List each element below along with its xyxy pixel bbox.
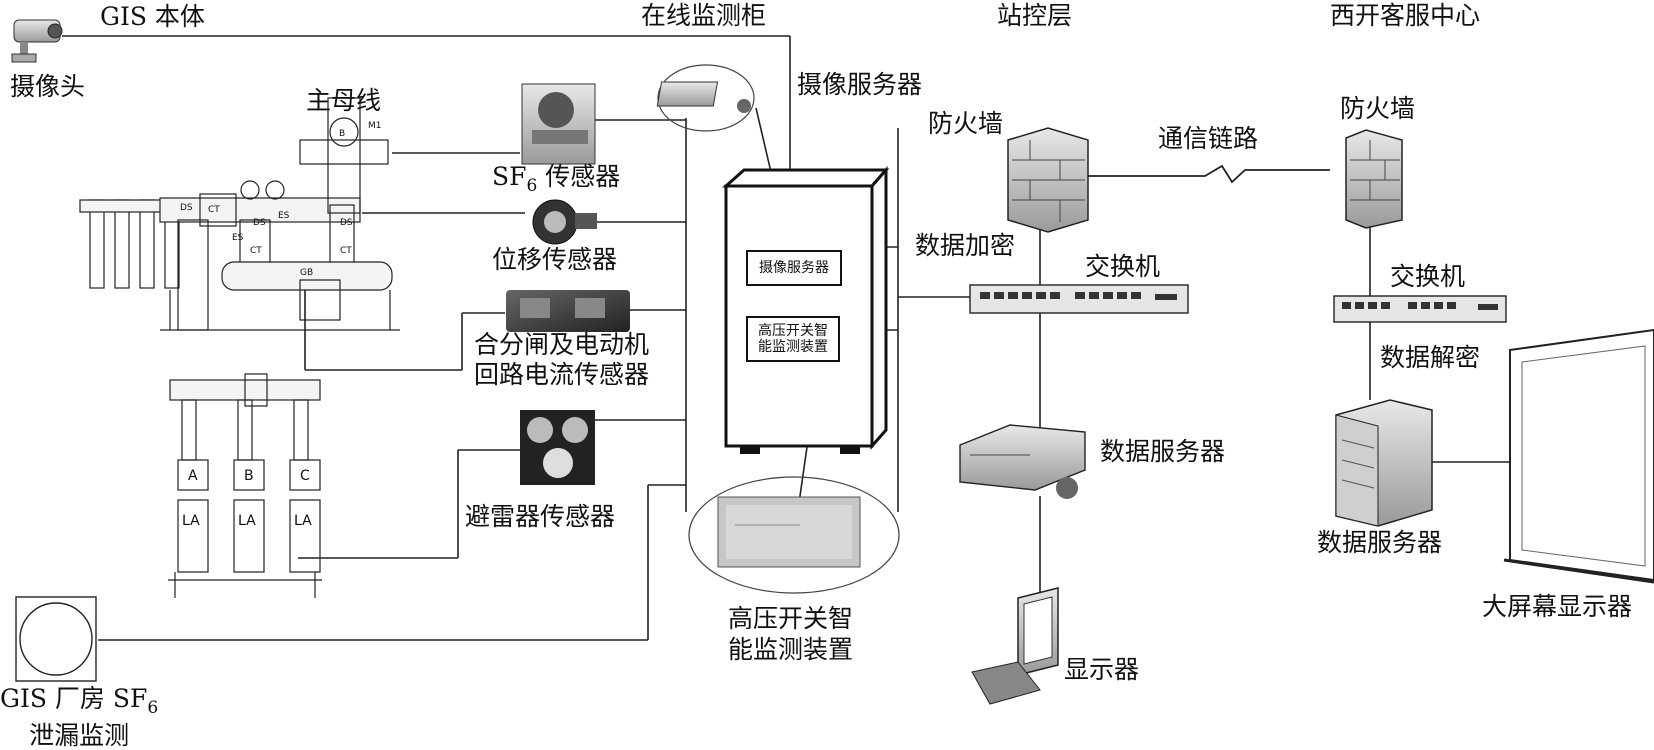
label-big-screen: 大屏幕显示器 (1482, 592, 1633, 621)
gis-mark-ds3: DS (340, 218, 353, 228)
label-monitor: 显示器 (1064, 655, 1140, 684)
arrester-phase-b: B (244, 468, 254, 484)
label-data-encrypt: 数据加密 (915, 231, 1016, 260)
sf6-prefix: SF (492, 162, 527, 191)
label-firewall-left: 防火墙 (928, 109, 1004, 138)
label-data-server-right: 数据服务器 (1317, 528, 1443, 557)
cabinet-hv-line2: 能监测装置 (758, 339, 828, 355)
monitor-icon (971, 587, 1059, 705)
cabinet-camera-server-box: 摄像服务器 (746, 250, 842, 286)
data-server-center-icon (959, 424, 1086, 499)
label-main-bus: 主母线 (306, 86, 382, 115)
label-firewall-right: 防火墙 (1340, 94, 1416, 123)
header-xikai-center: 西开客服中心 (1330, 1, 1481, 30)
firewall-right-icon (1345, 129, 1403, 229)
switch-right-icon (1333, 295, 1507, 323)
sf6-suffix: 传感器 (537, 162, 621, 191)
label-data-server-center: 数据服务器 (1100, 437, 1226, 466)
gis-mark-es1: ES (232, 233, 244, 243)
gis-mark-m1: M1 (368, 121, 382, 131)
header-online-cabinet: 在线监测柜 (641, 1, 767, 30)
label-sf6-sensor: SF6 传感器 (492, 162, 620, 201)
cabinet-hv-line1: 高压开关智 (758, 323, 828, 339)
breaker-sensor-line1: 合分闸及电动机 (474, 330, 650, 359)
label-switch-right: 交换机 (1390, 262, 1466, 291)
sf6-sensor-image (521, 83, 596, 165)
switch-left-icon (969, 284, 1189, 314)
label-switch-left: 交换机 (1085, 252, 1161, 281)
gis-body-drawing (79, 97, 400, 331)
gis-mark-b: B (339, 129, 345, 139)
gis-leak-line2: 泄漏监测 (29, 721, 130, 750)
arrester-la-2: LA (238, 513, 256, 529)
label-hv-device-bottom: 高压开关智 能监测装置 (728, 603, 853, 665)
label-data-decrypt: 数据解密 (1380, 343, 1481, 372)
hv-device-photo-group (688, 476, 900, 594)
label-arrester-sensor: 避雷器传感器 (465, 502, 616, 531)
label-camera-server-top: 摄像服务器 (797, 70, 923, 99)
firewall-left-icon (1007, 127, 1089, 233)
camera-server-top-group (656, 64, 755, 132)
label-camera: 摄像头 (10, 72, 86, 101)
label-comm-link: 通信链路 (1158, 124, 1259, 153)
label-breaker-sensor: 合分闸及电动机 回路电流传感器 (474, 330, 649, 390)
gis-mark-ct1: CT (208, 205, 220, 215)
arrester-la-3: LA (294, 513, 312, 529)
arrester-sensor-image (520, 410, 595, 485)
gis-mark-gb: GB (300, 268, 313, 278)
header-station-control: 站控层 (997, 1, 1073, 30)
label-gis-leak: GIS 厂房 SF6 泄漏监测 (0, 685, 158, 750)
hv-bottom-line2: 能监测装置 (728, 635, 854, 664)
gis-mark-ct3: CT (340, 246, 352, 256)
arrester-la-1: LA (182, 513, 200, 529)
data-server-right-icon (1335, 399, 1433, 527)
displacement-sensor-image (532, 199, 597, 245)
arrester-phase-c: C (300, 468, 310, 484)
header-gis-body: GIS 本体 (100, 2, 205, 31)
breaker-sensor-image (506, 290, 630, 332)
big-screen-icon (1503, 328, 1654, 584)
cabinet-camera-server-label: 摄像服务器 (759, 260, 829, 276)
gis-mark-ct2: CT (250, 246, 262, 256)
hv-bottom-line1: 高压开关智 (728, 604, 854, 633)
sf6-sub: 6 (526, 176, 538, 196)
online-cabinet (722, 166, 890, 454)
gis-mark-es2: ES (278, 211, 290, 221)
cabinet-hv-device-box: 高压开关智 能监测装置 (746, 316, 840, 362)
gis-mark-ds1: DS (180, 203, 193, 213)
gis-leak-sub: 6 (147, 698, 159, 718)
gis-leak-prefix: GIS 厂房 SF (0, 684, 148, 713)
leak-monitor-icon (15, 596, 97, 682)
gis-mark-ds2: DS (253, 218, 266, 228)
camera-icon (11, 19, 63, 63)
arrester-phase-a: A (188, 468, 198, 484)
breaker-sensor-line2: 回路电流传感器 (474, 360, 650, 389)
arrester-drawing (168, 373, 322, 598)
label-displacement-sensor: 位移传感器 (492, 245, 618, 274)
